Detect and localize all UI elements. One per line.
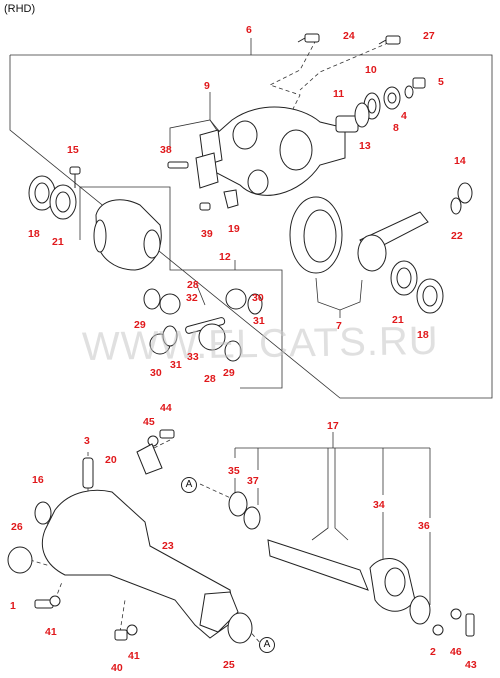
part-label-7: 7 (336, 320, 342, 332)
part-label-18-left: 18 (28, 228, 40, 240)
part-label-9: 9 (204, 80, 210, 92)
part-label-32: 32 (186, 292, 198, 304)
part-label-6: 6 (246, 24, 252, 36)
part-label-30-right: 30 (252, 292, 264, 304)
part-label-8: 8 (393, 122, 399, 134)
part-label-28-bottom: 28 (204, 373, 216, 385)
part-label-37: 37 (247, 475, 259, 487)
part-label-2: 2 (430, 646, 436, 658)
assembly-frame-top (9, 54, 493, 399)
part-label-22: 22 (451, 230, 463, 242)
axle-shaft (267, 539, 369, 591)
part-label-46: 46 (450, 646, 462, 658)
part-label-27: 27 (423, 30, 435, 42)
variant-label: (RHD) (4, 3, 36, 15)
part-label-21-right: 21 (392, 314, 404, 326)
reference-mark-a-left: A (181, 477, 197, 493)
axle-housing (41, 489, 236, 639)
part-label-31-left: 31 (170, 359, 182, 371)
reference-mark-a-bottom: A (259, 637, 275, 653)
part-label-12: 12 (219, 251, 231, 263)
part-label-36: 36 (418, 520, 430, 532)
part-label-10: 10 (365, 64, 377, 76)
part-label-14: 14 (454, 155, 466, 167)
part-label-4: 4 (401, 110, 407, 122)
part-label-41-left: 41 (45, 626, 57, 638)
part-label-29-right: 29 (223, 367, 235, 379)
part-label-41-bottom: 41 (128, 650, 140, 662)
part-label-23: 23 (162, 540, 174, 552)
part-label-26: 26 (11, 521, 23, 533)
part-label-33: 33 (187, 351, 199, 363)
part-label-28-top: 28 (187, 279, 199, 291)
part-label-13: 13 (359, 140, 371, 152)
differential-frame (80, 186, 283, 389)
part-label-15: 15 (67, 144, 79, 156)
part-label-39: 39 (201, 228, 213, 240)
part-label-19: 19 (228, 223, 240, 235)
part-label-29-left: 29 (134, 319, 146, 331)
part-label-45: 45 (143, 416, 155, 428)
part-label-40: 40 (111, 662, 123, 674)
part-label-43: 43 (465, 659, 477, 671)
part-label-1: 1 (10, 600, 16, 612)
part-label-35: 35 (228, 465, 240, 477)
part-label-5: 5 (438, 76, 444, 88)
part-label-18-right: 18 (417, 329, 429, 341)
part-label-34: 34 (373, 499, 385, 511)
part-label-16: 16 (32, 474, 44, 486)
part-label-44: 44 (160, 402, 172, 414)
part-label-21-left: 21 (52, 236, 64, 248)
part-label-11: 11 (333, 88, 345, 100)
part-label-17: 17 (327, 420, 339, 432)
part-label-3: 3 (84, 435, 90, 447)
part-label-38: 38 (160, 144, 172, 156)
part-label-30-left: 30 (150, 367, 162, 379)
part-label-31-right: 31 (253, 315, 265, 327)
part-label-25: 25 (223, 659, 235, 671)
part-label-20: 20 (105, 454, 117, 466)
part-label-24: 24 (343, 30, 355, 42)
